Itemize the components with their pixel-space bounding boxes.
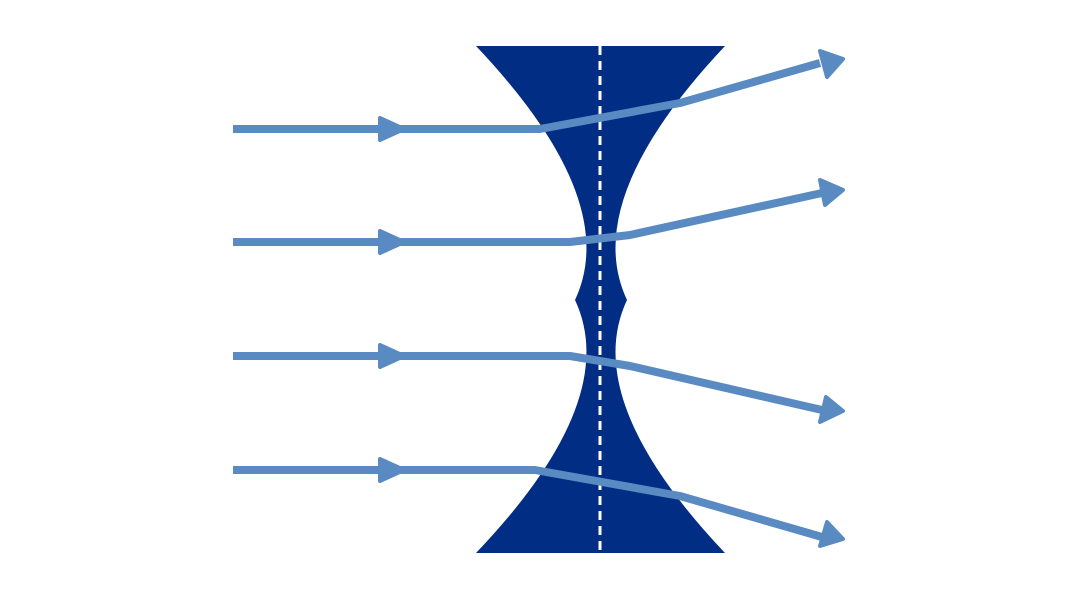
light-ray-3 bbox=[233, 343, 845, 424]
arrowhead-icon bbox=[818, 395, 845, 424]
arrowhead-icon bbox=[818, 520, 845, 548]
concave-lens bbox=[476, 46, 725, 553]
arrowhead-icon bbox=[818, 49, 845, 79]
arrowhead-icon bbox=[818, 178, 845, 207]
arrowhead-icon bbox=[378, 457, 406, 483]
arrowhead-icon bbox=[378, 343, 406, 369]
light-ray-1 bbox=[233, 49, 845, 142]
arrowhead-icon bbox=[378, 116, 406, 142]
light-ray-2 bbox=[233, 178, 845, 255]
light-ray-4 bbox=[233, 457, 845, 548]
arrowhead-icon bbox=[378, 229, 406, 255]
